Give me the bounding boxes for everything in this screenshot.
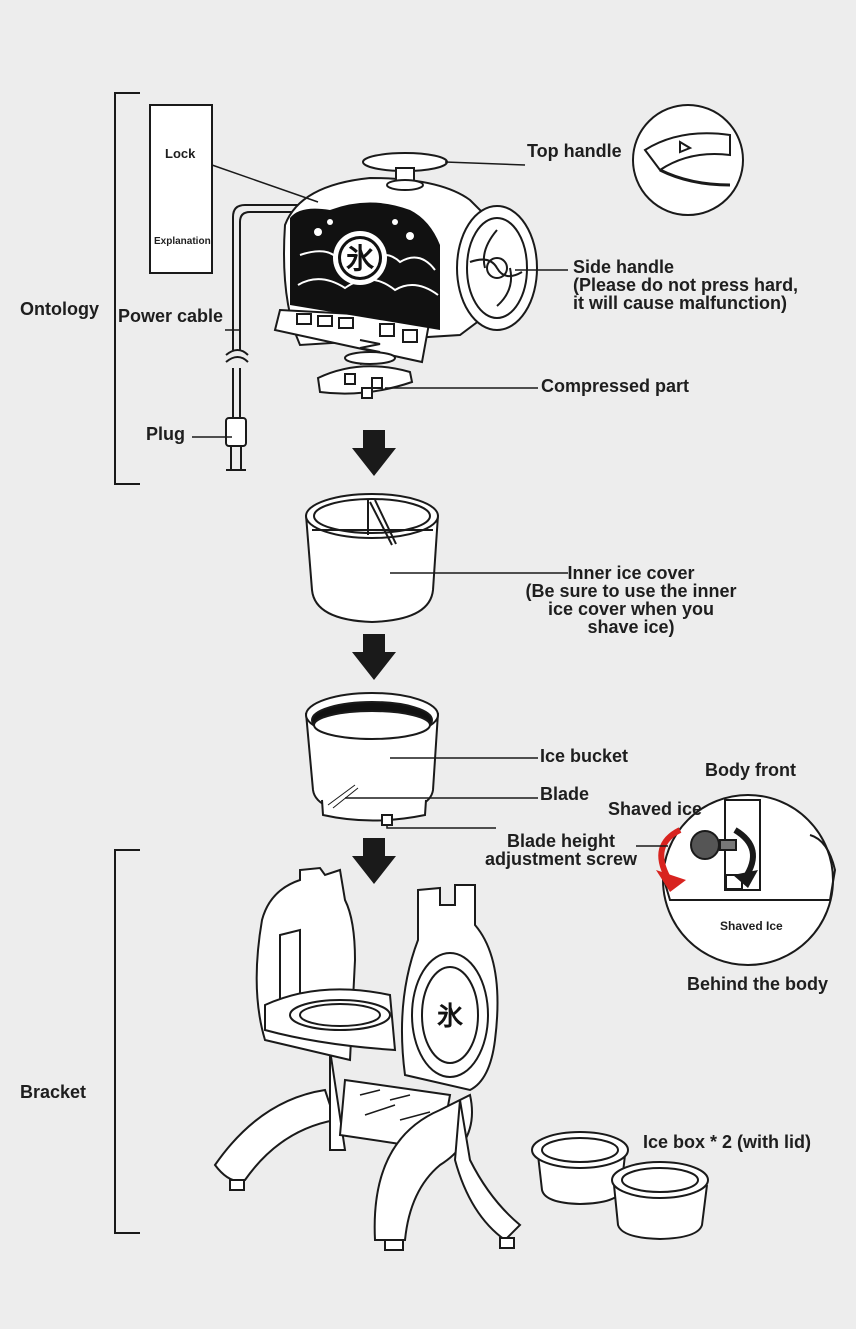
inner-ice-cover xyxy=(305,493,439,624)
handle-detail-circle xyxy=(632,104,744,216)
ice-box-right xyxy=(611,1161,709,1241)
ice-box-label: Ice box * 2 (with lid) xyxy=(643,1132,812,1152)
inner-ice-cover-note-2: ice cover when you xyxy=(547,599,715,619)
rotate-arrowhead-red xyxy=(656,870,686,892)
lock-label: Lock xyxy=(165,146,196,161)
blade-height-line-2: adjustment screw xyxy=(484,849,638,869)
explanation-label: Explanation xyxy=(154,236,211,247)
panel-ice-glyph: 氷 xyxy=(346,242,375,275)
behind-body-label: Behind the body xyxy=(687,974,828,994)
ontology-bracket-line xyxy=(114,92,140,485)
bracket-group-label: Bracket xyxy=(20,1082,87,1102)
bracket-group-line xyxy=(114,849,140,1234)
inner-ice-cover-note-1: (Be sure to use the inner xyxy=(525,581,737,601)
ice-bucket xyxy=(305,692,439,826)
body-front-label: Body front xyxy=(705,760,796,780)
blade-height-line-1: Blade height xyxy=(506,831,615,851)
shaved-ice-inner-label: Shaved Ice xyxy=(720,919,783,933)
ontology-group-label: Ontology xyxy=(20,299,99,319)
inner-ice-cover-label: Inner ice cover (Be sure to use the inne… xyxy=(520,564,742,636)
rotate-arrowhead-black xyxy=(733,870,758,888)
front-decorative-panel xyxy=(290,202,440,330)
blade-height-label: Blade height adjustment screw xyxy=(480,832,642,868)
stand-ice-glyph: 氷 xyxy=(437,1002,464,1032)
side-handle-label: Side handle (Please do not press hard, i… xyxy=(573,258,823,312)
inner-ice-cover-title: Inner ice cover xyxy=(567,563,695,583)
ice-box-left xyxy=(531,1131,629,1206)
blade-label: Blade xyxy=(540,784,590,804)
shaved-ice-label: Shaved ice xyxy=(608,799,703,819)
leader-lines xyxy=(192,161,668,847)
power-cable-label: Power cable xyxy=(118,306,224,326)
side-handle-note-2: it will cause malfunction) xyxy=(573,293,788,313)
stand-bracket xyxy=(213,866,522,1251)
compressed-part-label: Compressed part xyxy=(541,376,690,396)
top-handle-label: Top handle xyxy=(527,141,622,161)
ice-bucket-label: Ice bucket xyxy=(540,746,629,766)
plug-label: Plug xyxy=(146,424,185,444)
side-handle-note-1: (Please do not press hard, xyxy=(573,275,799,295)
rotate-arrow-red xyxy=(658,827,682,880)
down-arrows xyxy=(352,430,396,884)
inner-ice-cover-note-3: shave ice) xyxy=(587,617,675,637)
side-handle-title: Side handle xyxy=(573,257,675,277)
lock-explanation-box xyxy=(149,104,213,274)
